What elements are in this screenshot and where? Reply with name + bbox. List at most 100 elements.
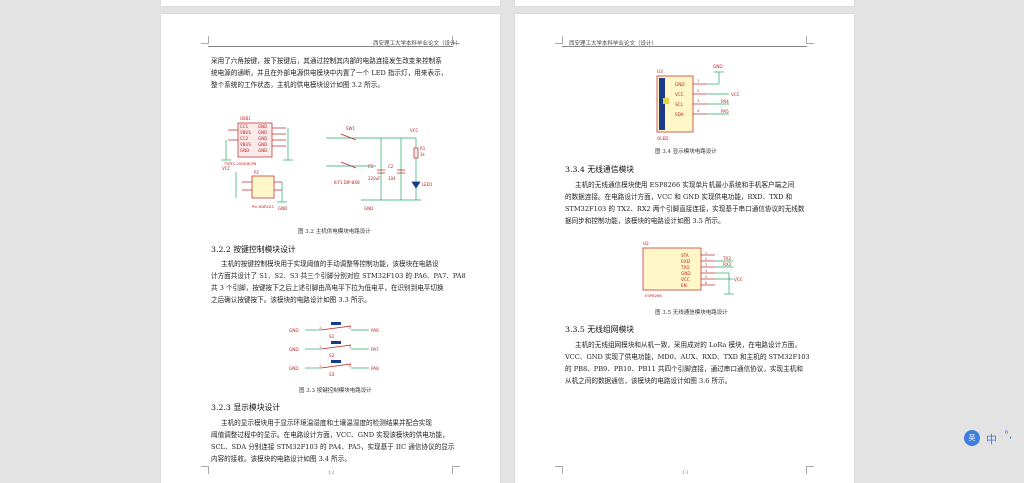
pin-number: 1 — [319, 326, 321, 330]
pin-number: 2 — [349, 345, 351, 349]
paragraph-line: 采用了六角按键，按下按键后，其通过控制其内部的电路连接发生改变来控制系 — [211, 57, 442, 65]
pin-number: 2 — [705, 257, 707, 261]
pin-label: VCC — [675, 92, 684, 97]
paragraph-line: 统电源的通断，并且在外部电源供电模块中内置了一个 LED 指示灯，用来表示， — [211, 69, 448, 77]
paragraph-line: 整个系统的工作状态，主机的供电模块设计如图 3.2 所示。 — [211, 81, 384, 89]
oled-module-schematic: U3 OLED GND VCC SCL SDA 1 2 3 4 GND VCC … — [656, 64, 740, 141]
vcc-label: VCC — [222, 166, 231, 171]
paragraph-line: 主机的无线组网模块和从机一致，采用成对的 LoRa 模块，在电路设计方面， — [575, 341, 801, 349]
section-heading: 3.3.4 无线通信模块 — [565, 165, 635, 174]
vcc-label: VCC — [410, 128, 419, 133]
gnd-label: GND — [713, 64, 723, 69]
crop-mark — [806, 466, 814, 474]
r1-value-label: 1k — [420, 152, 426, 157]
pin-label: GND — [258, 124, 267, 129]
pin-number: 2 — [697, 89, 699, 93]
paragraph-line: 的数据连接。在电路设计方面，VCC 和 GND 实现供电功能，RXD、TXD 和 — [565, 193, 793, 201]
figure-caption: 图 3.2 主机供电模块电路设计 — [298, 229, 371, 235]
c1-ref-label: C1 — [368, 164, 374, 169]
power-module-schematic: USB1 CC1 VBUS CC2 VBUS GND GND GND GND G… — [221, 116, 433, 211]
section-heading: 3.3.5 无线组网模块 — [565, 325, 635, 334]
esp-part-label: ESP8266 — [645, 293, 662, 298]
ime-language-toggle[interactable]: 中 — [986, 433, 997, 446]
switch-label: S3 — [329, 372, 335, 377]
paragraph-line: STM32F103 的 TX2、RX2 两个引脚直接连接，实现基于串口通信协议的… — [565, 205, 805, 213]
oled-part-label: OLED — [657, 136, 669, 141]
gnd-label: GND — [364, 206, 373, 211]
paragraph-line: 据同步和控制功能，该模块的电路设计如图 3.5 所示。 — [565, 217, 725, 225]
pin-label: GND — [240, 148, 249, 153]
led-ref-label: LED1 — [422, 182, 433, 187]
pin-label: CC1 — [240, 124, 249, 129]
oled-ref-label: U3 — [657, 69, 663, 74]
gnd-label: GND — [278, 206, 287, 211]
net-label: PA8 — [371, 366, 379, 371]
gnd-label: GND — [289, 347, 299, 352]
net-label: VCC — [731, 92, 740, 97]
document-page-13: 西安理工大学本科毕业论文（设计） U3 OLED GND VCC SCL SDA… — [515, 14, 854, 483]
ime-punctuation-toggle[interactable]: °, — [1004, 430, 1013, 441]
c2-ref-label: C2 — [388, 164, 394, 169]
esp-ref-label: U2 — [643, 241, 649, 246]
net-label: RX2 — [723, 262, 732, 267]
net-label: PA6 — [371, 328, 379, 333]
switch-contact — [320, 325, 352, 331]
pin-label: SCL — [675, 102, 684, 107]
paragraph-line: 阈值调整过程中的显示。在电路设计方面，VCC、GND 实现该模块的供电功能， — [211, 431, 449, 439]
paragraph-line: 从机之间的数据通信，该模块的电路设计如图 3.6 所示。 — [565, 377, 732, 385]
pin-number: 2 — [349, 326, 351, 330]
pin-label: GND — [675, 82, 685, 87]
switch-part-label: K-F1 DIP-8X8 — [334, 180, 360, 185]
pin-number: 3 — [697, 99, 699, 103]
crop-mark — [555, 36, 563, 44]
header-rule — [208, 46, 453, 47]
paragraph-line: 之后确认按键按下。该模块的电路设计如图 3.3 所示。 — [211, 296, 371, 304]
pin-number: 1 — [697, 79, 699, 83]
pin-label: GND — [681, 271, 691, 276]
pin-number: 4 — [705, 269, 707, 273]
paragraph-line: 内容的接收。该模块的电路设计如图 3.4 所示。 — [211, 455, 351, 463]
pin-label: GND — [258, 148, 267, 153]
pin-label: EN — [681, 283, 687, 288]
switch-cap — [331, 341, 341, 344]
switch-cap — [331, 360, 341, 363]
paragraph-line: VCC、GND 实现了供电功能，MD0、AUX、RXD、TXD 和主机的 STM… — [565, 353, 810, 361]
pin-number: 5 — [705, 275, 707, 279]
pin-label: GND — [258, 130, 267, 135]
pin-number: 6 — [705, 281, 707, 285]
paragraph-line: 主机的按键控制模块用于实现阈值的手动调整等控制功能，该模块在电路设 — [221, 260, 439, 268]
net-label: PA4 — [721, 99, 729, 104]
wifi-module-schematic: U2 ESP8266 STA RXD TXD GND VCC EN 1 2 3 … — [642, 241, 743, 298]
button-module-schematic: GND GND GND S1 S2 S3 PA6 PA7 PA8 1 2 1 2… — [289, 322, 379, 377]
pin-number: 4 — [697, 109, 699, 113]
section-heading: 3.2.3 显示模块设计 — [211, 403, 281, 412]
gnd-label: GND — [289, 366, 299, 371]
pin-label: VBUS — [240, 142, 251, 147]
usb-ref-label: USB1 — [240, 116, 251, 121]
paragraph-line: 共 3 个引脚，按键按下之后上述引脚由高电平下拉为低电平，在识别到电平切换 — [211, 284, 444, 292]
pin-label: GND — [258, 142, 267, 147]
pin-number: 2 — [349, 364, 351, 368]
crop-mark — [806, 36, 814, 44]
pin-label: STA — [681, 253, 689, 258]
previous-page-right — [515, 0, 854, 6]
figure-caption: 图 3.4 显示模块电路设计 — [655, 149, 717, 155]
pin-label: RXD — [681, 259, 690, 264]
ime-badge-icon[interactable]: 英 — [964, 430, 980, 446]
pin-number: 1 — [705, 251, 707, 255]
pin-number: 3 — [705, 263, 707, 267]
pin-label: CC2 — [240, 136, 249, 141]
net-label: PA5 — [721, 109, 729, 114]
c2-value-label: 104 — [388, 176, 396, 181]
previous-page-left — [161, 0, 500, 6]
crop-mark — [201, 36, 209, 44]
page-header: 西安理工大学本科毕业论文（设计） — [373, 41, 462, 47]
net-label: PA7 — [371, 347, 379, 352]
pin-label: GND — [258, 136, 267, 141]
ime-toolbar[interactable]: 英 中 °, — [964, 430, 1020, 448]
net-label: TX2 — [722, 256, 731, 261]
document-page-12: 西安理工大学本科毕业论文（设计） 采用了六角按键，按下按键后，其通过控制其内部的… — [161, 14, 500, 483]
switch-ref-label: SW1 — [346, 126, 355, 131]
figure-caption: 图 3.5 无线通信模块电路设计 — [655, 310, 728, 316]
paragraph-line: 主机的显示模块用于显示环境温湿度和土壤温湿度的检测结果并配合实现 — [221, 419, 432, 427]
